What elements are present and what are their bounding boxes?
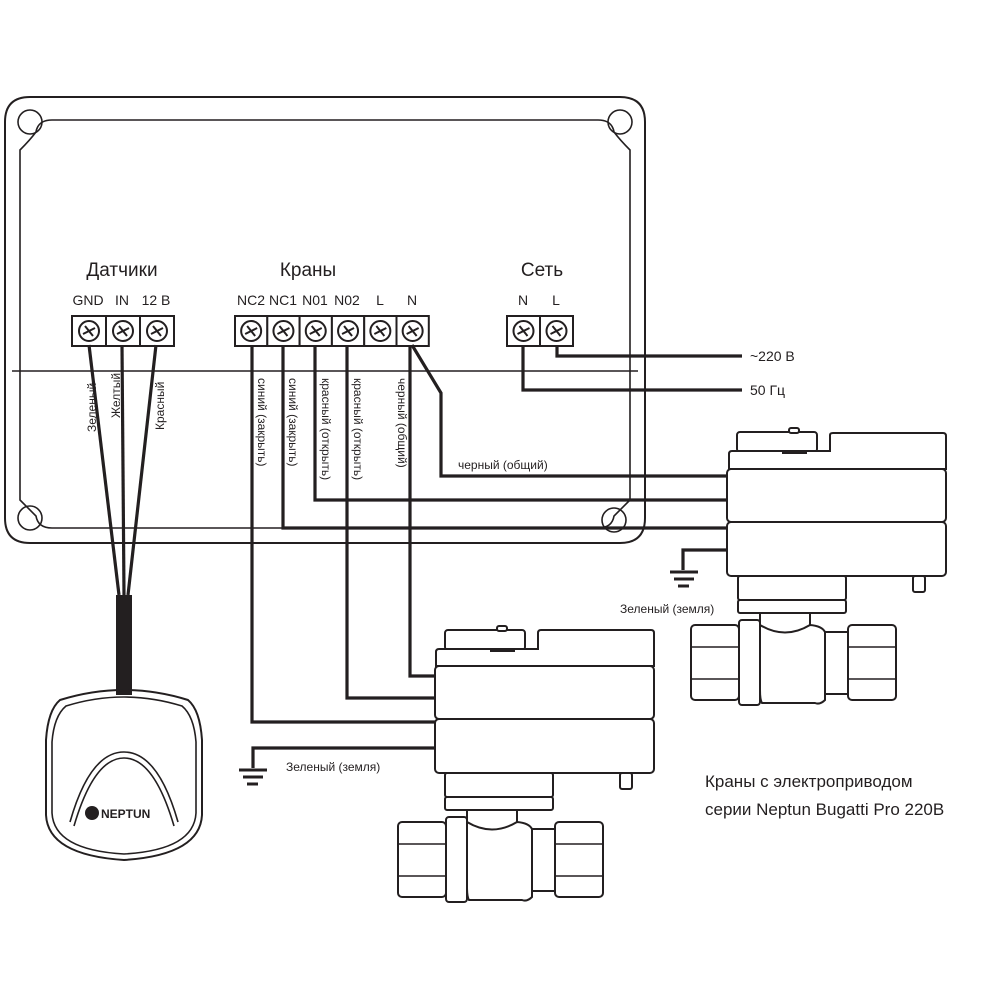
ground-symbol-1 — [670, 548, 727, 588]
terminal-label-n: N — [407, 292, 417, 308]
wire-n-common — [410, 344, 726, 478]
screw-icon — [337, 320, 360, 342]
network-wires — [521, 345, 742, 392]
screw-icon — [304, 320, 327, 342]
sensor-cable — [116, 595, 132, 695]
sensor-brand: NEPTUN — [101, 807, 150, 821]
terminal-label-12v: 12 В — [142, 292, 171, 308]
screw-icon — [78, 320, 100, 342]
terminal-label-net-l: L — [552, 292, 560, 308]
terminal-network-1 — [506, 315, 541, 347]
screw-icon — [401, 320, 424, 342]
valve-terminal-labels: NC2 NC1 N01 N02 L N — [237, 292, 417, 308]
mount-hole-tr — [607, 109, 633, 135]
screw-icon — [112, 320, 134, 342]
wire-no2 — [345, 345, 436, 700]
sensors-group-label: Датчики — [86, 260, 157, 281]
wire-n-valve2 — [408, 345, 436, 678]
sensor-wires — [87, 344, 158, 695]
wire-no1 — [313, 345, 726, 502]
screw-icon — [545, 320, 568, 342]
wire-label-green: Зеленый — [85, 383, 99, 432]
neptun-logo-icon — [85, 806, 99, 820]
terminal-valve-5 — [363, 315, 398, 347]
valve-actuator-1 — [690, 427, 947, 706]
wire-label-n: черный (общий) — [395, 378, 409, 468]
terminal-label-net-n: N — [518, 292, 528, 308]
mount-hole-bl — [17, 505, 43, 531]
terminal-sensor-1 — [71, 315, 107, 347]
terminal-blocks — [71, 315, 574, 347]
leak-sensor: NEPTUN — [45, 689, 203, 862]
wire-label-nc1: синий (закрыть) — [286, 378, 300, 467]
terminal-valve-6 — [395, 315, 430, 347]
sensor-terminal-labels: GND IN 12 В — [72, 292, 170, 308]
wire-nc1 — [281, 345, 726, 530]
valve-wires — [250, 344, 726, 724]
terminal-valve-2 — [266, 315, 301, 347]
valves-group-label: Краны — [280, 260, 336, 281]
terminal-valve-1 — [234, 315, 269, 347]
network-terminal-labels: N L — [518, 292, 560, 308]
terminal-valve-4 — [330, 315, 366, 347]
caption-line-2: серии Neptun Bugatti Pro 220В — [705, 800, 944, 819]
caption-line-1: Краны с электроприводом — [705, 772, 913, 791]
terminal-sensor-2 — [105, 315, 141, 347]
supply-voltage: ~220 В — [750, 348, 795, 364]
mount-hole-tl — [17, 109, 43, 135]
wire-label-no1: красный (открыть) — [319, 378, 333, 480]
wire-red — [126, 344, 158, 596]
supply-frequency: 50 Гц — [750, 382, 785, 398]
terminal-label-nc1: NC1 — [269, 292, 297, 308]
screw-icon — [272, 320, 295, 342]
screw-icon — [240, 320, 263, 342]
wire-nc2 — [250, 345, 436, 724]
terminal-network-2 — [539, 315, 574, 347]
terminal-sensor-3 — [139, 315, 175, 347]
ground-label-2: Зеленый (земля) — [286, 760, 380, 774]
wire-label-nc2: синий (закрыть) — [255, 378, 269, 467]
screw-icon — [146, 320, 168, 342]
terminal-label-l: L — [376, 292, 384, 308]
terminal-label-gnd: GND — [72, 292, 103, 308]
screw-icon — [369, 320, 392, 342]
screw-icon — [512, 320, 535, 342]
terminal-valve-3 — [298, 315, 333, 347]
ground-symbol-2 — [239, 746, 436, 786]
wire-green — [87, 344, 121, 596]
wire-net-n — [521, 345, 742, 392]
valve-actuator-2 — [397, 625, 655, 903]
mount-hole-br — [601, 507, 627, 533]
terminal-label-in: IN — [115, 292, 129, 308]
ground-label-1: Зеленый (земля) — [620, 602, 714, 616]
terminal-label-nc2: NC2 — [237, 292, 265, 308]
network-group-label: Сеть — [521, 260, 563, 281]
common-wire-label: черный (общий) — [458, 458, 548, 472]
wire-net-l — [555, 345, 742, 358]
wire-yellow — [120, 344, 126, 596]
wire-label-yellow: Желтый — [109, 373, 123, 418]
wire-label-red: Красный — [153, 382, 167, 430]
terminal-label-no2: N02 — [334, 292, 360, 308]
terminal-label-no1: N01 — [302, 292, 328, 308]
wire-label-no2: красный (открыть) — [351, 378, 365, 480]
